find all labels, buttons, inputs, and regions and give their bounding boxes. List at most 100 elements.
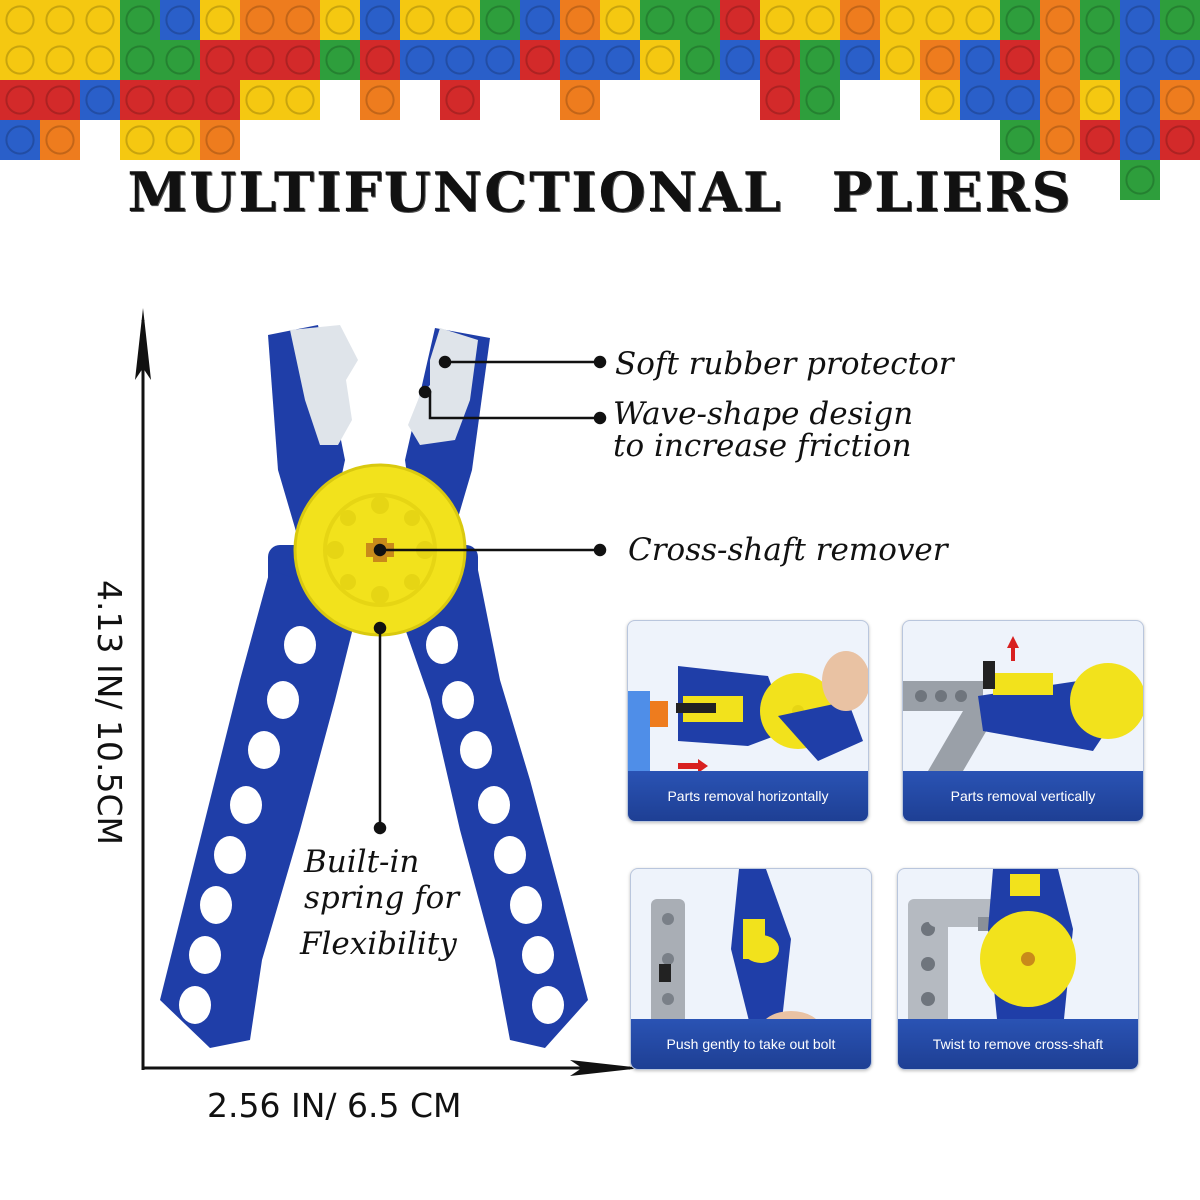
brick-stud: [1000, 0, 1040, 40]
spring-label-line1: Built-in: [304, 844, 420, 880]
spring-label-line3: Flexibility: [300, 926, 457, 962]
handle-hole: [179, 986, 211, 1024]
brick-stud: [160, 80, 200, 120]
brick-stud: [720, 40, 760, 80]
brick-stud: [40, 120, 80, 160]
brick-stud: [1120, 40, 1160, 80]
brick-stud: [960, 0, 1000, 40]
brick-stud: [1000, 120, 1040, 160]
brick-stud: [760, 40, 800, 80]
brick-stud: [1080, 0, 1120, 40]
handle-holes: [179, 626, 564, 1024]
brick-stud: [840, 0, 880, 40]
brick-mosaic-banner: [0, 0, 1200, 200]
brick-stud: [0, 80, 40, 120]
handle-hole: [510, 886, 542, 924]
brick-stud: [1040, 120, 1080, 160]
handle-hole: [214, 836, 246, 874]
handle-hole: [200, 886, 232, 924]
brick-stud: [40, 0, 80, 40]
brick-stud: [1080, 120, 1120, 160]
brick-stud: [1120, 0, 1160, 40]
brick-stud: [240, 80, 280, 120]
brick-stud: [1160, 40, 1200, 80]
brick-stud: [800, 80, 840, 120]
brick-stud: [40, 40, 80, 80]
spring-label-line2: spring for: [304, 880, 460, 916]
brick-stud: [520, 0, 560, 40]
brick-stud: [120, 40, 160, 80]
brick-stud: [400, 40, 440, 80]
brick-stud: [0, 0, 40, 40]
brick-stud: [1000, 80, 1040, 120]
handle-hole: [460, 731, 492, 769]
usage-panel-bolt: Push gently to take out bolt: [630, 868, 872, 1070]
handle-hole: [426, 626, 458, 664]
twist-removal-illustration: [908, 869, 1076, 1039]
handle-hole: [267, 681, 299, 719]
horizontal-removal-illustration: [628, 651, 868, 776]
width-dimension-label: 2.56 IN/ 6.5 CM: [207, 1086, 462, 1125]
brick-stud: [960, 40, 1000, 80]
brick-stud: [1000, 40, 1040, 80]
vertical-removal-illustration: [903, 636, 1143, 771]
brick-stud: [400, 0, 440, 40]
brick-stud: [160, 40, 200, 80]
brick-stud: [480, 40, 520, 80]
brick-stud: [160, 0, 200, 40]
brick-stud: [1160, 0, 1200, 40]
brick-stud: [1120, 120, 1160, 160]
brick-stud: [480, 0, 520, 40]
brick-stud: [520, 40, 560, 80]
handle-hole: [230, 786, 262, 824]
brick-stud: [1040, 40, 1080, 80]
brick-stud: [200, 120, 240, 160]
brick-stud: [200, 80, 240, 120]
brick-stud: [760, 0, 800, 40]
brick-stud: [760, 80, 800, 120]
height-dimension-label: 4.13 IN/ 10.5CM: [90, 580, 129, 845]
brick-stud: [0, 40, 40, 80]
brick-stud: [360, 40, 400, 80]
brick-stud: [1120, 80, 1160, 120]
wave-design-label-line2: to increase friction: [613, 428, 912, 464]
brick-stud: [120, 120, 160, 160]
brick-stud: [640, 40, 680, 80]
brick-stud: [560, 40, 600, 80]
brick-stud: [280, 0, 320, 40]
panel-caption: Parts removal vertically: [903, 771, 1143, 821]
brick-stud: [600, 0, 640, 40]
panel-caption: Twist to remove cross-shaft: [898, 1019, 1138, 1069]
brick-stud: [280, 80, 320, 120]
brick-stud: [920, 40, 960, 80]
brick-stud: [240, 40, 280, 80]
brick-stud: [200, 0, 240, 40]
brick-stud: [0, 120, 40, 160]
rubber-protector-label: Soft rubber protector: [615, 346, 954, 382]
cross-shaft-label: Cross-shaft remover: [628, 532, 948, 568]
brick-stud: [640, 0, 680, 40]
brick-stud: [1120, 160, 1160, 200]
brick-stud: [40, 80, 80, 120]
wave-design-label-line1: Wave-shape design: [613, 396, 914, 432]
brick-stud: [360, 80, 400, 120]
handle-hole: [189, 936, 221, 974]
brick-stud: [720, 0, 760, 40]
panel-caption: Parts removal horizontally: [628, 771, 868, 821]
brick-stud: [440, 80, 480, 120]
brick-stud: [320, 0, 360, 40]
brick-stud: [600, 40, 640, 80]
brick-stud: [280, 40, 320, 80]
brick-stud: [1040, 0, 1080, 40]
handle-hole: [478, 786, 510, 824]
callout-leaders: [373, 355, 607, 835]
brick-stud: [1080, 80, 1120, 120]
handle-hole: [284, 626, 316, 664]
brick-stud: [560, 80, 600, 120]
brick-stud: [80, 0, 120, 40]
handle-hole: [442, 681, 474, 719]
brick-stud: [120, 80, 160, 120]
usage-panel-horizontal: Parts removal horizontally: [627, 620, 869, 822]
handle-hole: [522, 936, 554, 974]
